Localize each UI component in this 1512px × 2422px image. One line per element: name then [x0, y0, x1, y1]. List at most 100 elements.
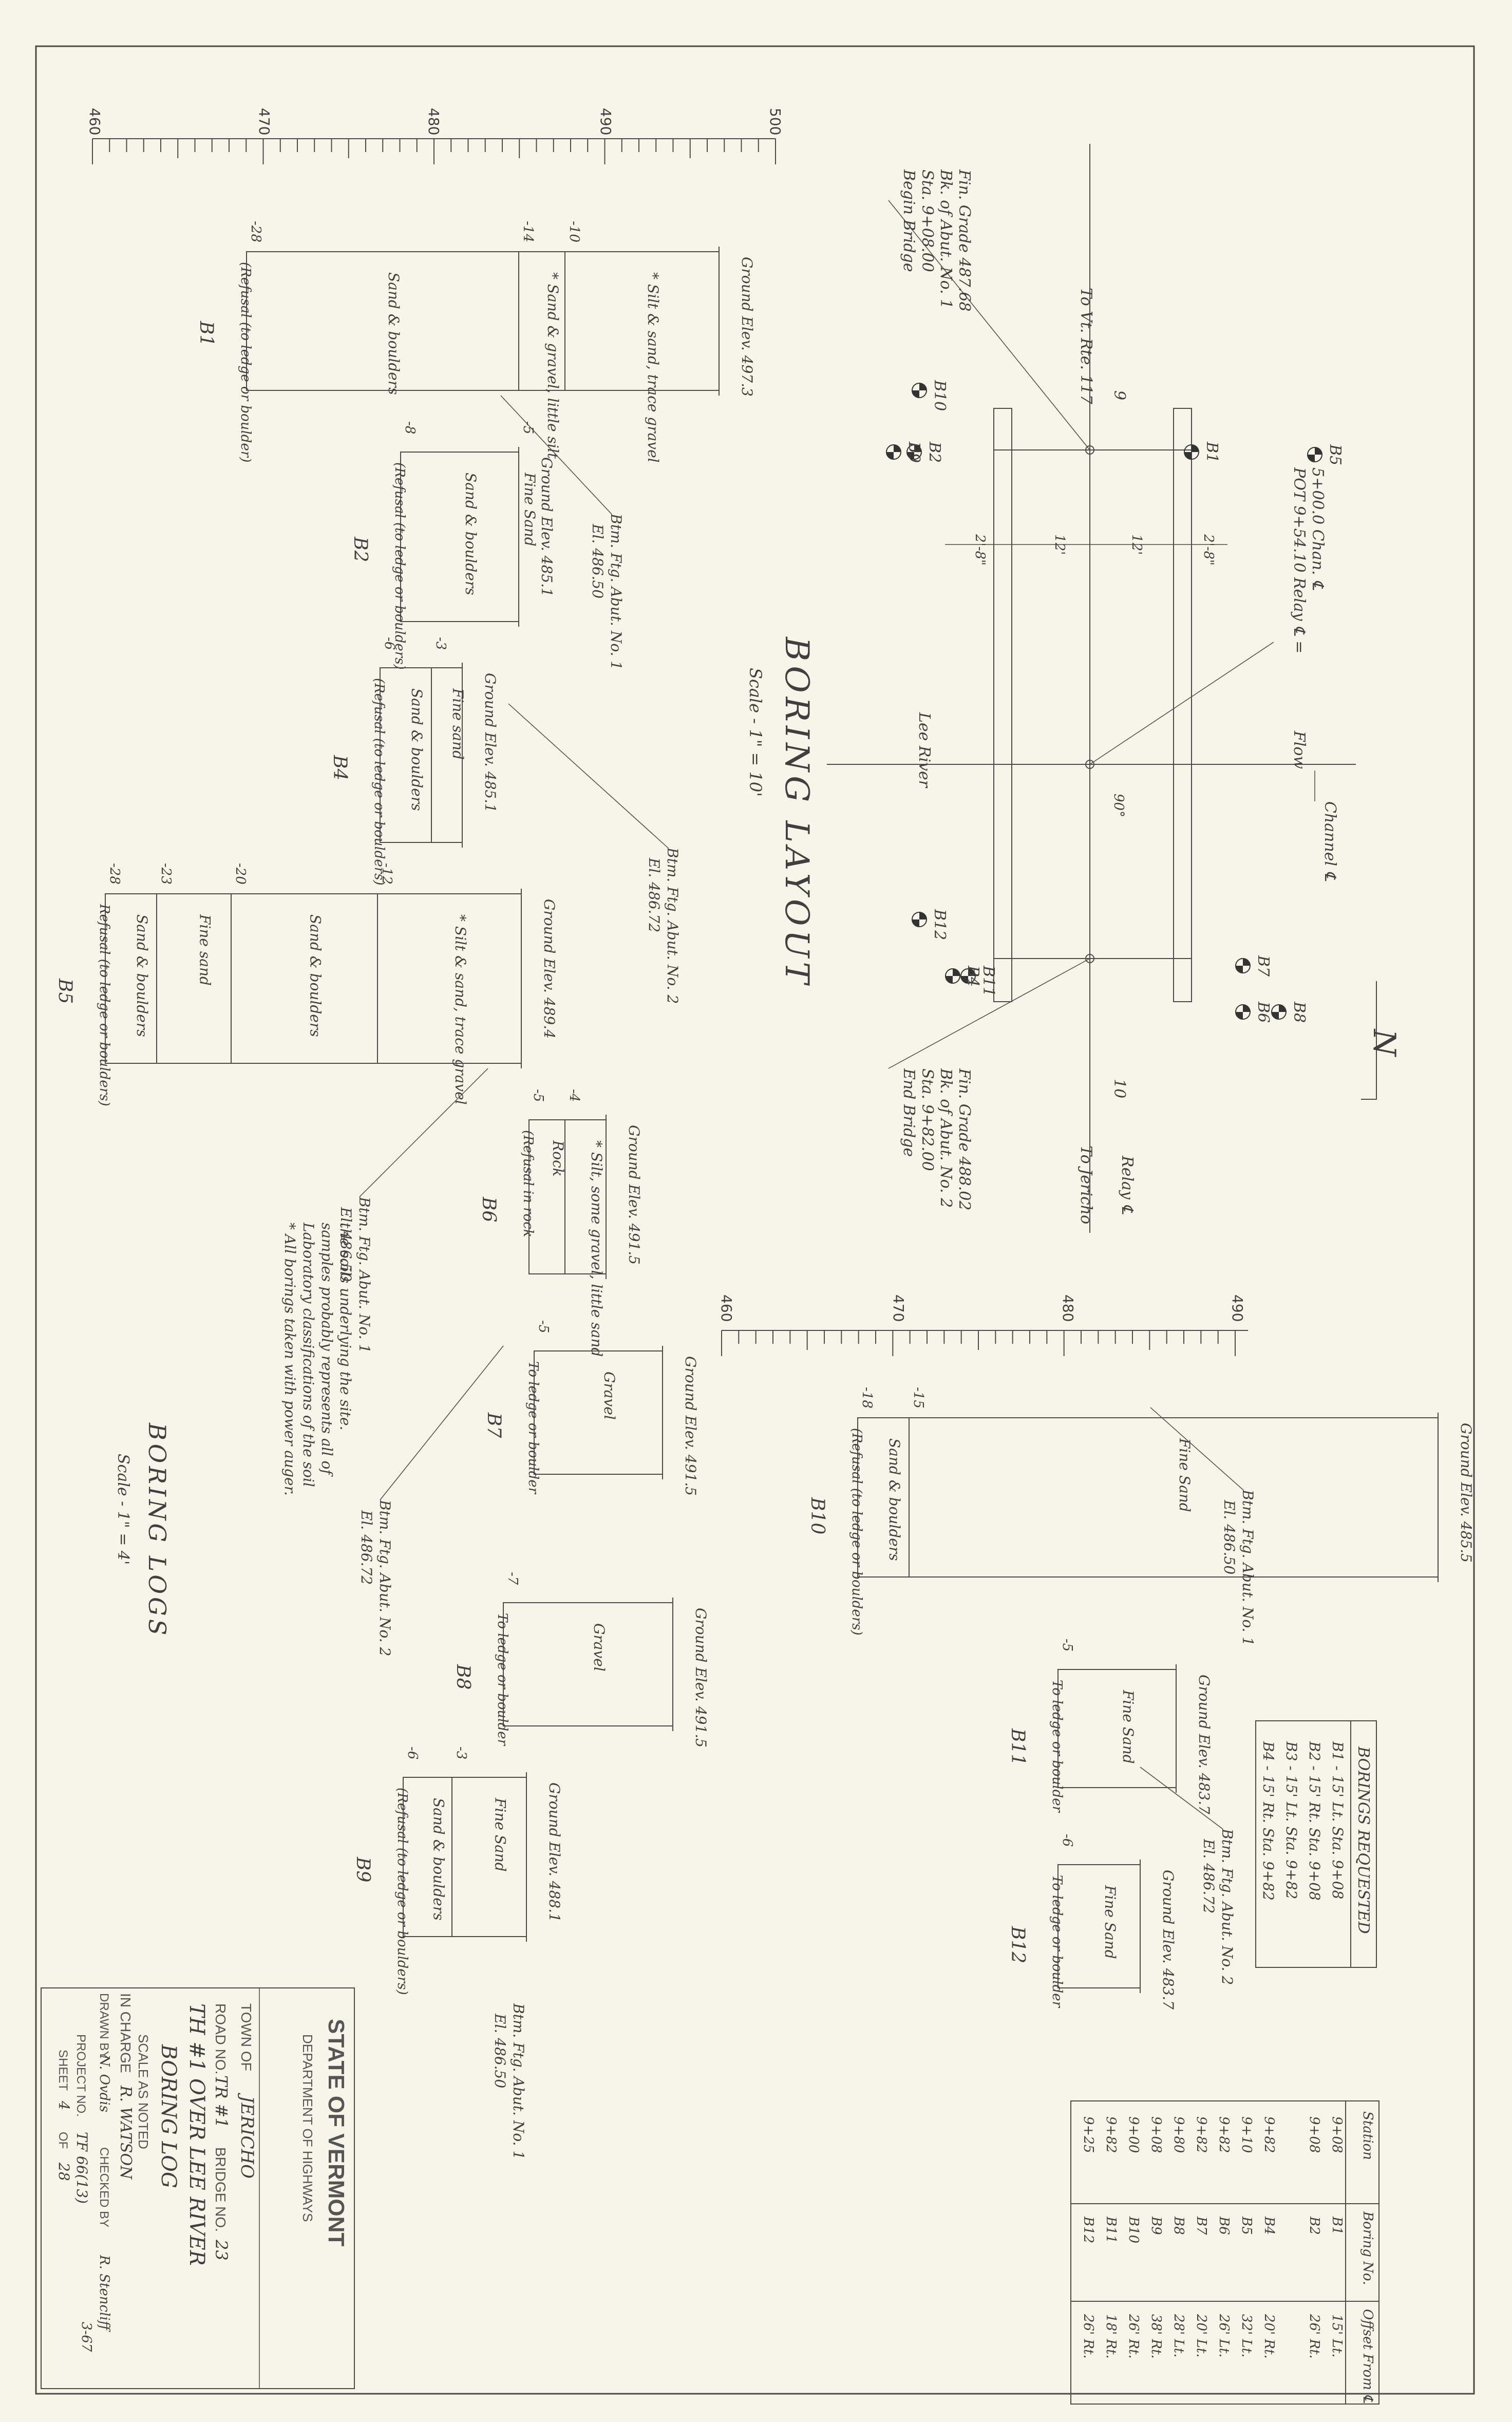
- soil-layer-label: Sand & boulders: [462, 473, 479, 595]
- soil-layer-label: Gravel: [601, 1372, 618, 1420]
- scale-2-tick-460: 460: [718, 1294, 735, 1322]
- boring-id-label: B11: [1007, 1728, 1028, 1766]
- sheet-title-value: BORING LOG: [157, 2044, 180, 2188]
- drawn-label: DRAWN BY: [97, 1993, 111, 2059]
- borings-requested-title: BORINGS REQUESTED: [1354, 1746, 1372, 1934]
- bridge-value: 23: [212, 2239, 231, 2261]
- station-table-cell: 9+82: [1194, 2116, 1209, 2153]
- station-table-cell: B6: [1216, 2216, 1232, 2235]
- bridge-rail-left: [993, 408, 1012, 1002]
- river-label: Lee River: [915, 712, 933, 788]
- scale-1-tick-500: 500: [767, 108, 784, 135]
- refusal-label: To ledge or boulder: [525, 1361, 541, 1495]
- footing-label-line: Btm. Ftg. Abut. No. 2: [1219, 1828, 1236, 1985]
- borings-requested-row-4: B4 - 15' Rt. Sta. 9+82: [1260, 1741, 1277, 1901]
- soil-layer-label: Sand & boulders: [408, 688, 425, 811]
- depth-label: -6: [1060, 1834, 1075, 1847]
- north-label: N: [1366, 1028, 1402, 1058]
- station-table-cell: 32' Lt.: [1239, 2314, 1254, 2357]
- boring-mark-label: B12: [931, 909, 949, 940]
- scale-2-ticks: [721, 1330, 1236, 1356]
- station-9-label: 9: [1110, 390, 1128, 400]
- flow-label: Flow: [1290, 730, 1308, 769]
- drawn-value: N. Ovdis: [97, 2054, 112, 2112]
- station-table-cell: B8: [1171, 2216, 1186, 2235]
- footing-leaders: [359, 395, 1243, 1829]
- svg-text:* All borings taken with power: * All borings taken with power auger.: [281, 1223, 298, 1496]
- station-10-label: 10: [1110, 1079, 1128, 1098]
- footing-label-line: Btm. Ftg. Abut. No. 1: [356, 1196, 373, 1353]
- station-table-cell: B11: [1103, 2216, 1119, 2243]
- depth-label: -23: [158, 863, 174, 885]
- svg-text:5+00.0 Chan. ℄: 5+00.0 Chan. ℄: [1309, 467, 1327, 590]
- station-table-header: Boring No.: [1360, 2211, 1375, 2285]
- dim-1: 2'-8": [972, 534, 988, 566]
- boring-mark-label: B1: [1203, 441, 1221, 463]
- boring-id-label: B7: [483, 1412, 504, 1438]
- begin-bridge-note: Begin Bridge Sta. 9+08.00 Bk. of Abut. N…: [900, 169, 973, 311]
- svg-text:Begin Bridge: Begin Bridge: [900, 169, 918, 272]
- svg-text:Sta. 9+82.00: Sta. 9+82.00: [918, 1068, 936, 1171]
- of-label: OF: [56, 2132, 70, 2149]
- station-table-cell: 9+00: [1126, 2116, 1141, 2153]
- station-table-cell: 20' Rt.: [1261, 2314, 1277, 2359]
- boring-symbol-fill: [914, 445, 921, 452]
- footing-labels: Btm. Ftg. Abut. No. 1 El. 486.50 Btm. Ftg.…: [337, 513, 1256, 2160]
- scale-1-ticks: [92, 139, 776, 164]
- boring-log-b1: Ground Elev. 497.3* Silt & sand, trace g…: [196, 221, 755, 463]
- checked-label: CHECKED BY: [97, 2147, 111, 2227]
- project-value: TF 66(13): [73, 2132, 90, 2204]
- ftg-leader-3: [359, 1068, 488, 1197]
- boring-symbol-fill: [912, 390, 919, 398]
- depth-label: -5: [536, 1320, 551, 1333]
- boring-symbol-fill: [1243, 959, 1250, 966]
- boring-layout: To Vt. Rte. 117 To Jericho Relay ℄ Lee R…: [746, 144, 1402, 1233]
- sheet-border: [35, 45, 1475, 2395]
- boring-symbol-fill: [1315, 447, 1322, 455]
- to-jericho-label: To Jericho: [1077, 1146, 1095, 1224]
- station-table-cell: 28' Lt.: [1171, 2314, 1186, 2357]
- boring-id-label: B9: [352, 1856, 373, 1882]
- footing-label-line: Btm. Ftg. Abut. No. 2: [664, 847, 681, 1004]
- station-table-cell: 9+80: [1171, 2116, 1186, 2153]
- log-box: [857, 1417, 1439, 1578]
- boring-symbol-fill: [907, 452, 914, 459]
- boring-mark-label: B11: [979, 965, 997, 997]
- refusal-label: (Refusal (to ledge or boulders): [849, 1428, 864, 1636]
- boring-id-label: B12: [1007, 1926, 1028, 1963]
- boring-mark-b9: B9: [886, 441, 923, 463]
- ftg-leader-2: [508, 703, 668, 848]
- depth-label: -3: [433, 637, 448, 650]
- boring-symbol-fill: [886, 452, 894, 459]
- dim-3: 12': [1129, 534, 1144, 555]
- log-box: [503, 1602, 673, 1726]
- layout-title: BORING LAYOUT Scale - 1" = 10': [746, 636, 816, 988]
- scale-2-tick-490: 490: [1229, 1294, 1246, 1322]
- footing-elev-line: El. 486.50: [492, 2013, 508, 2088]
- log-box: [534, 1350, 663, 1475]
- boring-id-label: B2: [350, 536, 371, 562]
- elevation-scale-2: 460 470 480 490: [718, 1294, 1248, 1356]
- checked-value: R. Stencliff: [97, 2255, 112, 2333]
- scale-1-tick-490: 490: [597, 108, 614, 135]
- boring-symbol-fill: [919, 383, 927, 390]
- soil-layer-label: * Silt, some gravel, little sand: [588, 1140, 605, 1357]
- svg-text:BORING LAYOUT: BORING LAYOUT: [778, 636, 816, 988]
- to-route-label: To Vt. Rte. 117: [1077, 288, 1095, 405]
- borings-requested-row-1: B1 - 15' Lt. Sta. 9+08: [1329, 1741, 1346, 1899]
- depth-label: -10: [566, 221, 582, 242]
- boring-mark-b5: B5: [1307, 444, 1344, 465]
- scale-1-tick-460: 460: [86, 108, 103, 135]
- depth-label: -28: [248, 221, 263, 242]
- boring-mark-b1: B1: [1184, 441, 1221, 463]
- svg-text:Laboratory classifications of: Laboratory classifications of the soil: [300, 1222, 317, 1487]
- depth-label: -3: [453, 1747, 469, 1759]
- depth-label: -5: [531, 1089, 546, 1102]
- depth-label: -28: [107, 863, 122, 885]
- station-table-cell: 9+25: [1081, 2116, 1096, 2153]
- dim-4: 2'-8": [1201, 534, 1216, 566]
- state-title: STATE OF VERMONT: [324, 2019, 349, 2246]
